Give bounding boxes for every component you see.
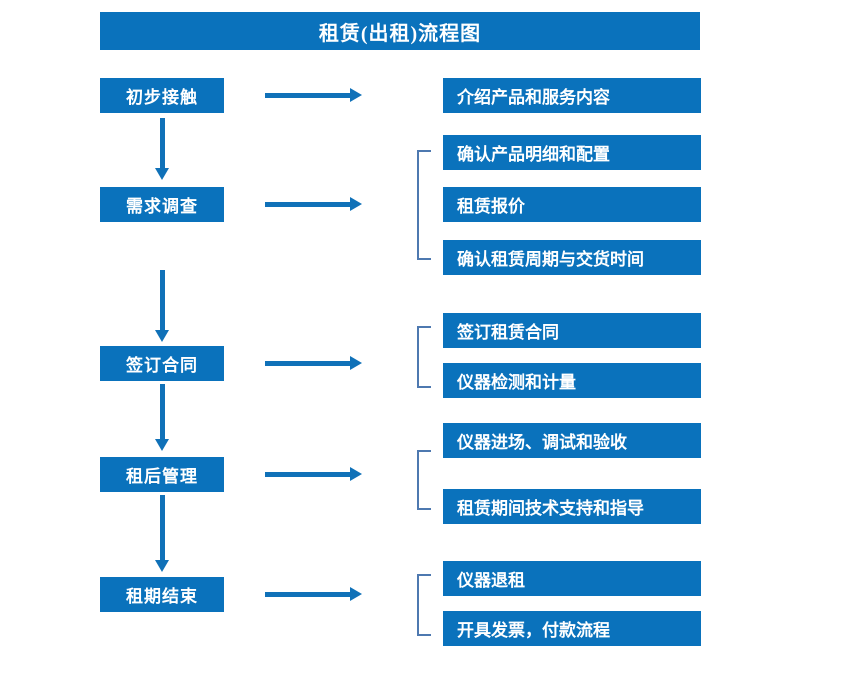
detail-box-5-1[interactable]: 仪器退租 xyxy=(443,561,701,596)
arrow-shaft xyxy=(265,361,350,366)
arrow-head xyxy=(350,587,362,601)
arrow-right-2 xyxy=(265,197,362,211)
arrow-right-5 xyxy=(265,587,362,601)
arrow-head xyxy=(350,356,362,370)
group-bracket-2 xyxy=(417,150,431,260)
arrow-shaft xyxy=(160,118,165,168)
detail-box-1-1[interactable]: 介绍产品和服务内容 xyxy=(443,78,701,113)
arrow-shaft xyxy=(160,384,165,439)
arrow-down-4 xyxy=(155,495,169,572)
arrow-right-3 xyxy=(265,356,362,370)
detail-box-4-2[interactable]: 租赁期间技术支持和指导 xyxy=(443,489,701,524)
arrow-right-4 xyxy=(265,467,362,481)
detail-label: 仪器进场、调试和验收 xyxy=(457,433,627,452)
chart-title: 租赁(出租)流程图 xyxy=(318,22,482,45)
detail-box-2-3[interactable]: 确认租赁周期与交货时间 xyxy=(443,240,701,275)
detail-box-2-1[interactable]: 确认产品明细和配置 xyxy=(443,135,701,170)
arrow-down-3 xyxy=(155,384,169,451)
arrow-shaft xyxy=(265,472,350,477)
stage-box-5[interactable]: 租期结束 xyxy=(100,577,224,612)
arrow-head xyxy=(350,88,362,102)
arrow-shaft xyxy=(265,202,350,207)
stage-box-3[interactable]: 签订合同 xyxy=(100,346,224,381)
arrow-shaft xyxy=(265,93,350,98)
detail-box-2-2[interactable]: 租赁报价 xyxy=(443,187,701,222)
stage-label-5: 租期结束 xyxy=(126,587,198,606)
detail-box-4-1[interactable]: 仪器进场、调试和验收 xyxy=(443,423,701,458)
group-bracket-3 xyxy=(417,326,431,388)
arrow-head xyxy=(155,560,169,572)
stage-label-1: 初步接触 xyxy=(126,88,198,107)
detail-label: 租赁期间技术支持和指导 xyxy=(457,499,644,518)
detail-label: 仪器退租 xyxy=(457,571,525,590)
detail-label: 租赁报价 xyxy=(457,197,525,216)
group-bracket-5 xyxy=(417,574,431,636)
detail-label: 确认产品明细和配置 xyxy=(457,145,610,164)
arrow-shaft xyxy=(265,592,350,597)
arrow-shaft xyxy=(160,495,165,560)
stage-box-4[interactable]: 租后管理 xyxy=(100,457,224,492)
arrow-shaft xyxy=(160,270,165,330)
detail-label: 开具发票，付款流程 xyxy=(457,621,610,640)
stage-label-4: 租后管理 xyxy=(126,467,198,486)
stage-box-2[interactable]: 需求调查 xyxy=(100,187,224,222)
detail-label: 签订租赁合同 xyxy=(457,323,559,342)
group-bracket-4 xyxy=(417,450,431,510)
stage-label-2: 需求调查 xyxy=(126,197,198,216)
detail-label: 仪器检测和计量 xyxy=(457,373,576,392)
detail-label: 介绍产品和服务内容 xyxy=(457,88,610,107)
detail-box-5-2[interactable]: 开具发票，付款流程 xyxy=(443,611,701,646)
arrow-right-1 xyxy=(265,88,362,102)
detail-box-3-2[interactable]: 仪器检测和计量 xyxy=(443,363,701,398)
arrow-head xyxy=(155,168,169,180)
detail-box-3-1[interactable]: 签订租赁合同 xyxy=(443,313,701,348)
chart-title-banner: 租赁(出租)流程图 xyxy=(100,12,700,50)
detail-label: 确认租赁周期与交货时间 xyxy=(457,250,644,269)
stage-label-3: 签订合同 xyxy=(126,356,198,375)
arrow-head xyxy=(155,330,169,342)
arrow-head xyxy=(350,467,362,481)
arrow-head xyxy=(155,439,169,451)
arrow-down-1 xyxy=(155,118,169,180)
arrow-down-2 xyxy=(155,270,169,342)
arrow-head xyxy=(350,197,362,211)
stage-box-1[interactable]: 初步接触 xyxy=(100,78,224,113)
